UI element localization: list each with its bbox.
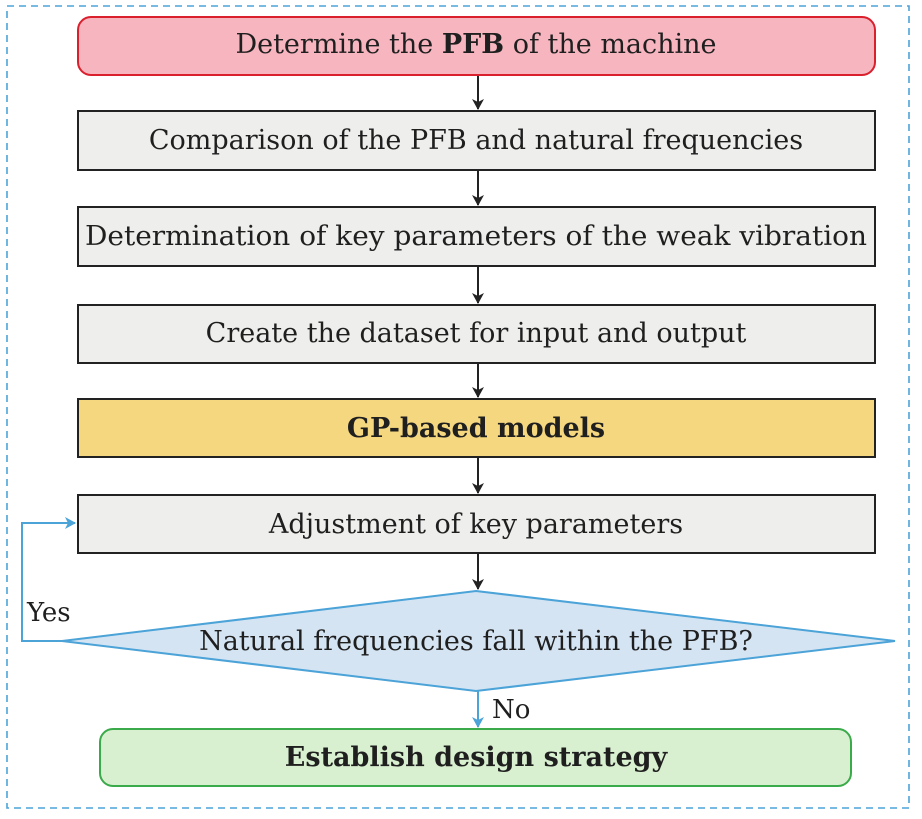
node-adjustment: Adjustment of key parameters: [77, 494, 876, 554]
node-strategy-label: Establish design strategy: [285, 742, 669, 773]
node-decision-label: Natural frequencies fall within the PFB?: [199, 626, 753, 657]
edge-label-yes: Yes: [26, 598, 71, 628]
node-create-dataset: Create the dataset for input and output: [77, 304, 876, 364]
node-strategy-box: [99, 728, 852, 787]
node-determine-pfb-label: Determine the PFB of the machine: [235, 29, 716, 60]
node-determine-pfb-label-part-1: Determine the: [235, 29, 441, 60]
arrow-decision-yes-loop: [21, 517, 76, 642]
node-create-dataset-label: Create the dataset for input and output: [206, 318, 747, 349]
node-determine-pfb-box: [77, 16, 876, 76]
node-determine-pfb: Determine the PFB of the machine: [77, 16, 876, 76]
edge-label-no: No: [492, 695, 530, 725]
node-determine-pfb-label-part-3: of the machine: [504, 29, 716, 60]
node-gp-models: GP-based models: [77, 398, 876, 458]
node-gp-models-box: [77, 398, 876, 458]
node-comparison-box: [77, 110, 876, 171]
node-key-parameters: Determination of key parameters of the w…: [77, 206, 876, 267]
node-decision-diamond: [61, 589, 896, 693]
node-determine-pfb-label-part-2: PFB: [442, 29, 504, 60]
node-adjustment-label: Adjustment of key parameters: [268, 509, 683, 540]
node-comparison-label: Comparison of the PFB and natural freque…: [149, 125, 803, 156]
node-gp-models-label: GP-based models: [347, 413, 605, 444]
node-key-parameters-label: Determination of key parameters of the w…: [85, 221, 867, 252]
node-adjustment-box: [77, 494, 876, 554]
node-strategy: Establish design strategy: [99, 728, 852, 787]
node-create-dataset-box: [77, 304, 876, 364]
node-comparison: Comparison of the PFB and natural freque…: [77, 110, 876, 171]
node-decision: Natural frequencies fall within the PFB?: [61, 589, 896, 693]
outer-dashed-frame: [6, 5, 910, 809]
node-key-parameters-box: [77, 206, 876, 267]
